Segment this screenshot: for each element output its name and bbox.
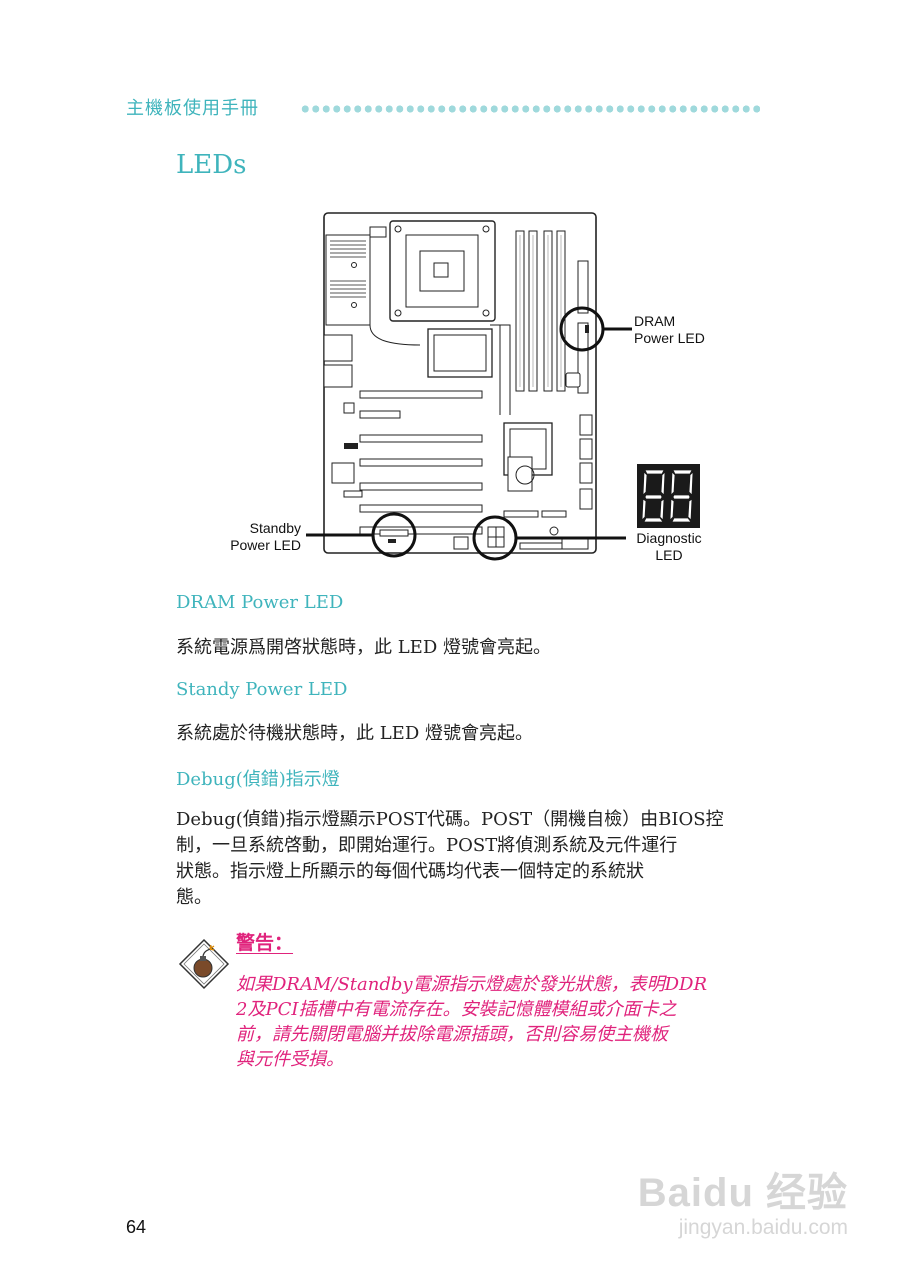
- warning-text: 如果DRAM/Standby電源指示燈處於發光狀態，表明DDR 2及PCI插槽中…: [236, 972, 756, 1072]
- manual-header-title: 主機板使用手冊: [126, 98, 259, 119]
- debug-text-line: Debug(偵錯)指示燈顯示POST代碼。POST（開機自檢）由BIOS控: [176, 809, 724, 830]
- page-number: 64: [126, 1217, 147, 1237]
- debug-text-line: 態。: [176, 887, 212, 908]
- watermark-logo-text: Baidu 经验: [637, 1171, 848, 1215]
- warning-text-line: 與元件受損。: [236, 1049, 344, 1070]
- standby-power-led-heading: Standy Power LED: [176, 679, 348, 700]
- debug-text-line: 制，一旦系統啓動，即開始運行。POST將偵測系統及元件運行: [176, 835, 678, 856]
- seven-segment-display: [637, 464, 700, 528]
- diagnostic-callout-line2: LED: [655, 547, 683, 563]
- dram-callout-line1: DRAM: [634, 313, 676, 329]
- dram-power-led-text: 系統電源爲開啓狀態時，此 LED 燈號會亮起。: [176, 637, 551, 658]
- standby-callout-line1: Standby: [249, 520, 301, 536]
- header-dot-rule: [300, 104, 760, 114]
- debug-led-text: Debug(偵錯)指示燈顯示POST代碼。POST（開機自檢）由BIOS控 制，…: [176, 807, 766, 911]
- dram-power-led-heading: DRAM Power LED: [176, 592, 344, 613]
- diagnostic-led-callout: Diagnostic LED: [626, 530, 712, 564]
- dram-callout-line2: Power LED: [634, 330, 705, 346]
- debug-led-heading: Debug(偵錯)指示燈: [176, 769, 340, 790]
- dram-led-callout: DRAM Power LED: [634, 313, 705, 347]
- warning-title: 警告：: [236, 932, 294, 954]
- warning-text-line: 2及PCI插槽中有電流存在。安裝記憶體模組或介面卡之: [236, 999, 677, 1020]
- warning-text-line: 如果DRAM/Standby電源指示燈處於發光狀態，表明DDR: [236, 974, 707, 995]
- standby-led-callout: Standby Power LED: [200, 520, 301, 554]
- standby-power-led-text: 系統處於待機狀態時，此 LED 燈號會亮起。: [176, 723, 533, 744]
- warning-text-line: 前，請先關閉電腦并拔除電源插頭，否則容易使主機板: [236, 1024, 668, 1045]
- baidu-watermark: Baidu 经验 jingyan.baidu.com: [638, 1160, 848, 1240]
- standby-callout-line2: Power LED: [230, 537, 301, 553]
- watermark-url: jingyan.baidu.com: [678, 1216, 848, 1239]
- motherboard-diagram: [306, 212, 632, 561]
- section-title: LEDs: [176, 150, 247, 180]
- bomb-warning-icon: [178, 938, 230, 990]
- diagnostic-callout-line1: Diagnostic: [636, 530, 702, 546]
- debug-text-line: 狀態。指示燈上所顯示的每個代碼均代表一個特定的系統狀: [176, 861, 644, 882]
